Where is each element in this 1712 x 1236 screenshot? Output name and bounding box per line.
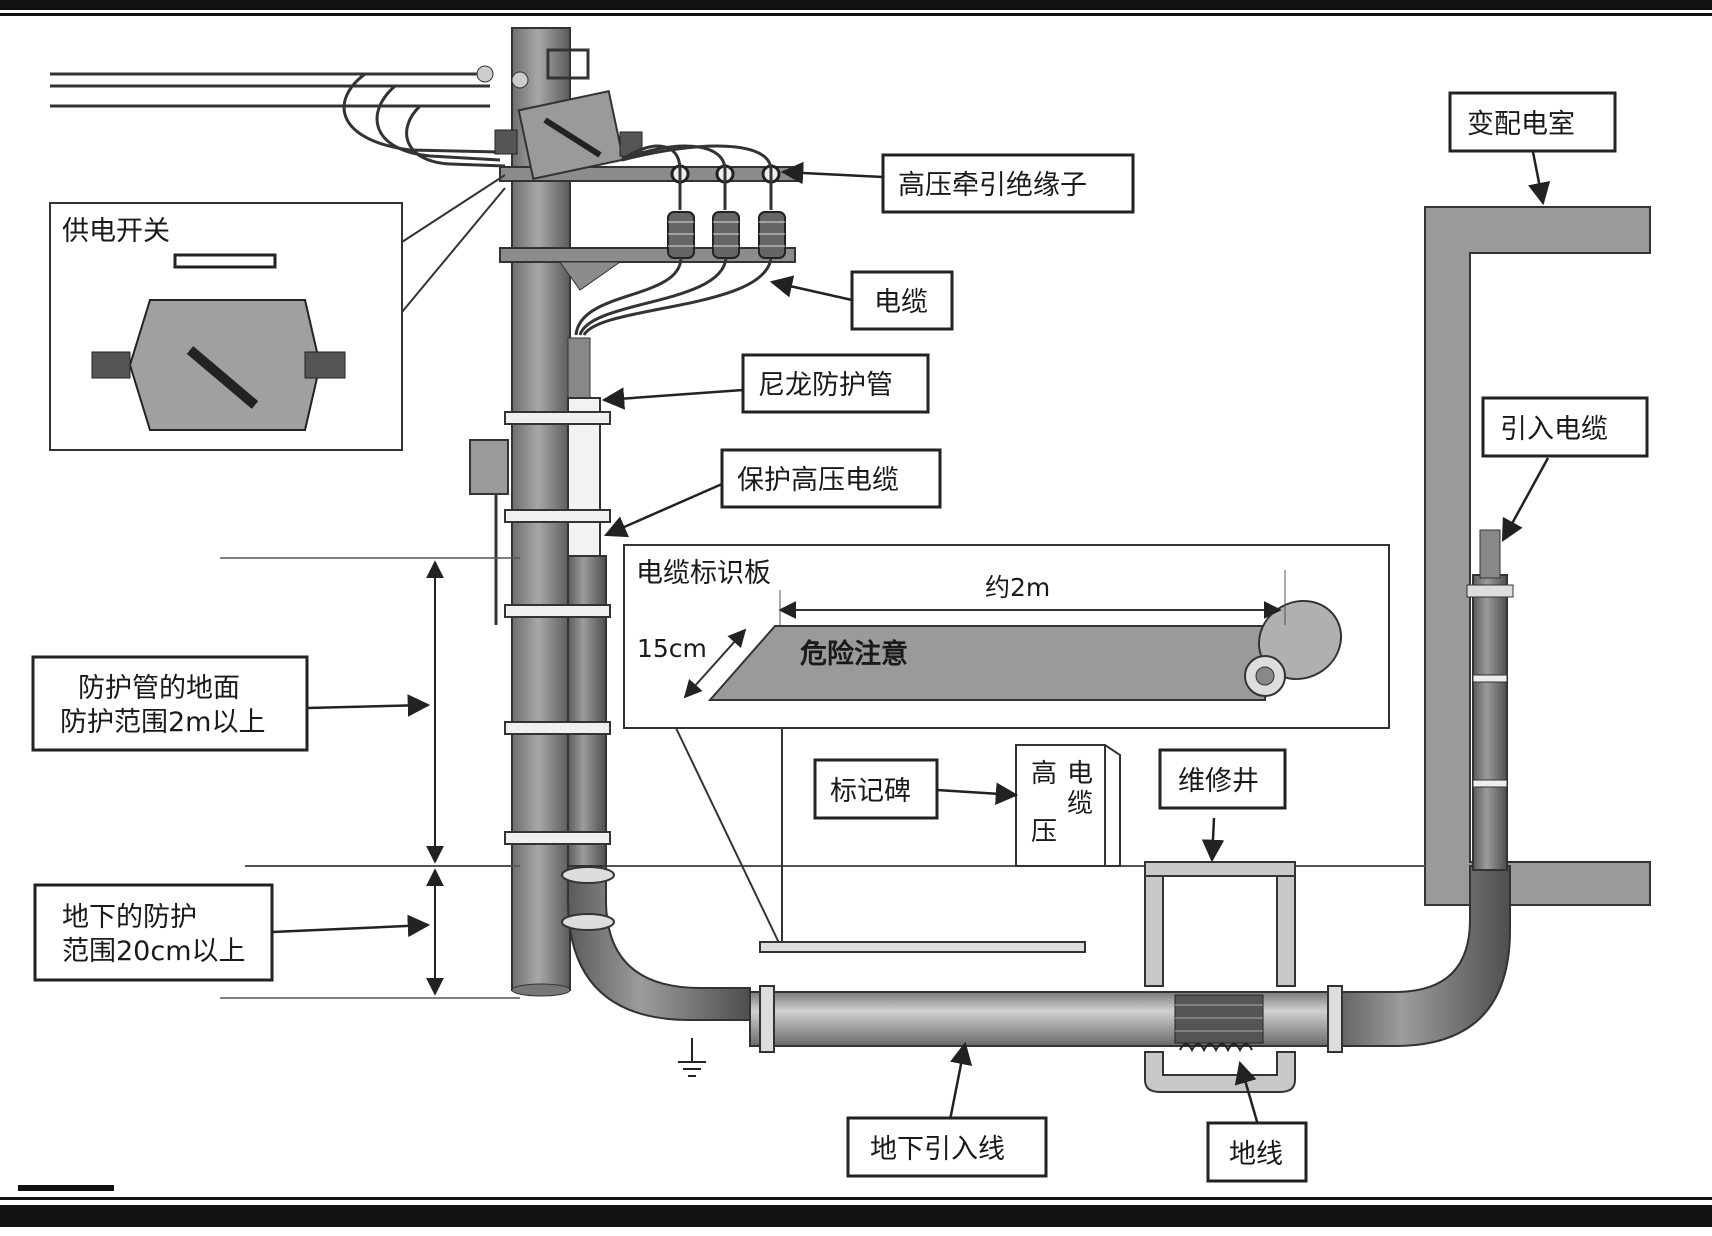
callout-incoming-cable: 引入电缆	[1481, 396, 1649, 458]
post-char-gao: 高	[1031, 759, 1057, 789]
ribbon-text: 危险注意	[800, 638, 908, 670]
earth-symbol	[678, 1038, 706, 1077]
callout-manhole: 维修井	[1158, 748, 1287, 810]
ground-range-line2: 防护范围2m以上	[60, 707, 265, 738]
marker-board-inset: 电缆标识板 危险注意 约2m 15cm	[623, 544, 1390, 953]
insulators	[667, 164, 786, 259]
ribbon-length-label: 约2m	[985, 573, 1050, 602]
overhead-wires	[50, 72, 506, 168]
ribbon-width-label: 15cm	[637, 634, 707, 663]
callout-nylon-tube: 尼龙防护管	[741, 353, 930, 414]
callout-protect-cable: 保护高压电缆	[720, 448, 942, 509]
manhole	[1144, 861, 1296, 1093]
callout-arrows	[271, 151, 1551, 1126]
callout-underground-line: 地下引入线	[846, 1116, 1048, 1178]
switch-inset: 供电开关	[49, 174, 506, 451]
callout-ground-range: 防护管的地面 防护范围2m以上	[31, 655, 309, 752]
marker-board-title: 电缆标识板	[636, 558, 771, 589]
switch-inset-label: 供电开关	[62, 216, 170, 247]
underground-range-line1: 地下的防护	[62, 902, 197, 933]
callout-marker-post-text: 标记碑	[830, 776, 911, 807]
pole-switch	[476, 48, 643, 180]
callout-marker-post: 标记碑	[813, 758, 939, 820]
callout-ground-wire-text: 地线	[1229, 1139, 1283, 1170]
marker-post: 高 压 电 缆	[1015, 744, 1121, 867]
callout-substation: 变配电室	[1448, 91, 1617, 153]
range-dimensions	[220, 557, 520, 999]
callout-nylon-tube-text: 尼龙防护管	[758, 370, 893, 401]
callout-underground-range: 地下的防护 范围20cm以上	[33, 883, 274, 982]
incoming-pipe	[1466, 529, 1514, 871]
callout-incoming-cable-text: 引入电缆	[1500, 414, 1608, 445]
ground-coil	[1179, 1043, 1253, 1053]
callout-insulator-text: 高压牵引绝缘子	[898, 170, 1087, 201]
cable-protection-tube	[469, 337, 611, 867]
underground-range-line2: 范围20cm以上	[62, 936, 246, 967]
callout-ground-wire: 地线	[1206, 1121, 1308, 1183]
ground-range-line1: 防护管的地面	[78, 673, 240, 704]
substation-wall	[1424, 206, 1651, 906]
down-cables	[574, 144, 773, 336]
post-char-dian: 电	[1067, 759, 1093, 789]
callout-substation-text: 变配电室	[1467, 109, 1575, 140]
callout-cable-text: 电缆	[874, 287, 928, 318]
post-char-lan: 缆	[1067, 789, 1093, 819]
callout-underground-line-text: 地下引入线	[870, 1134, 1005, 1165]
callout-manhole-text: 维修井	[1178, 766, 1259, 797]
post-char-ya: 压	[1031, 817, 1057, 847]
callout-protect-cable-text: 保护高压电缆	[737, 465, 899, 496]
underground-pipe	[561, 865, 1511, 1053]
callout-cable: 电缆	[850, 270, 954, 331]
callout-insulator: 高压牵引绝缘子	[881, 153, 1135, 214]
